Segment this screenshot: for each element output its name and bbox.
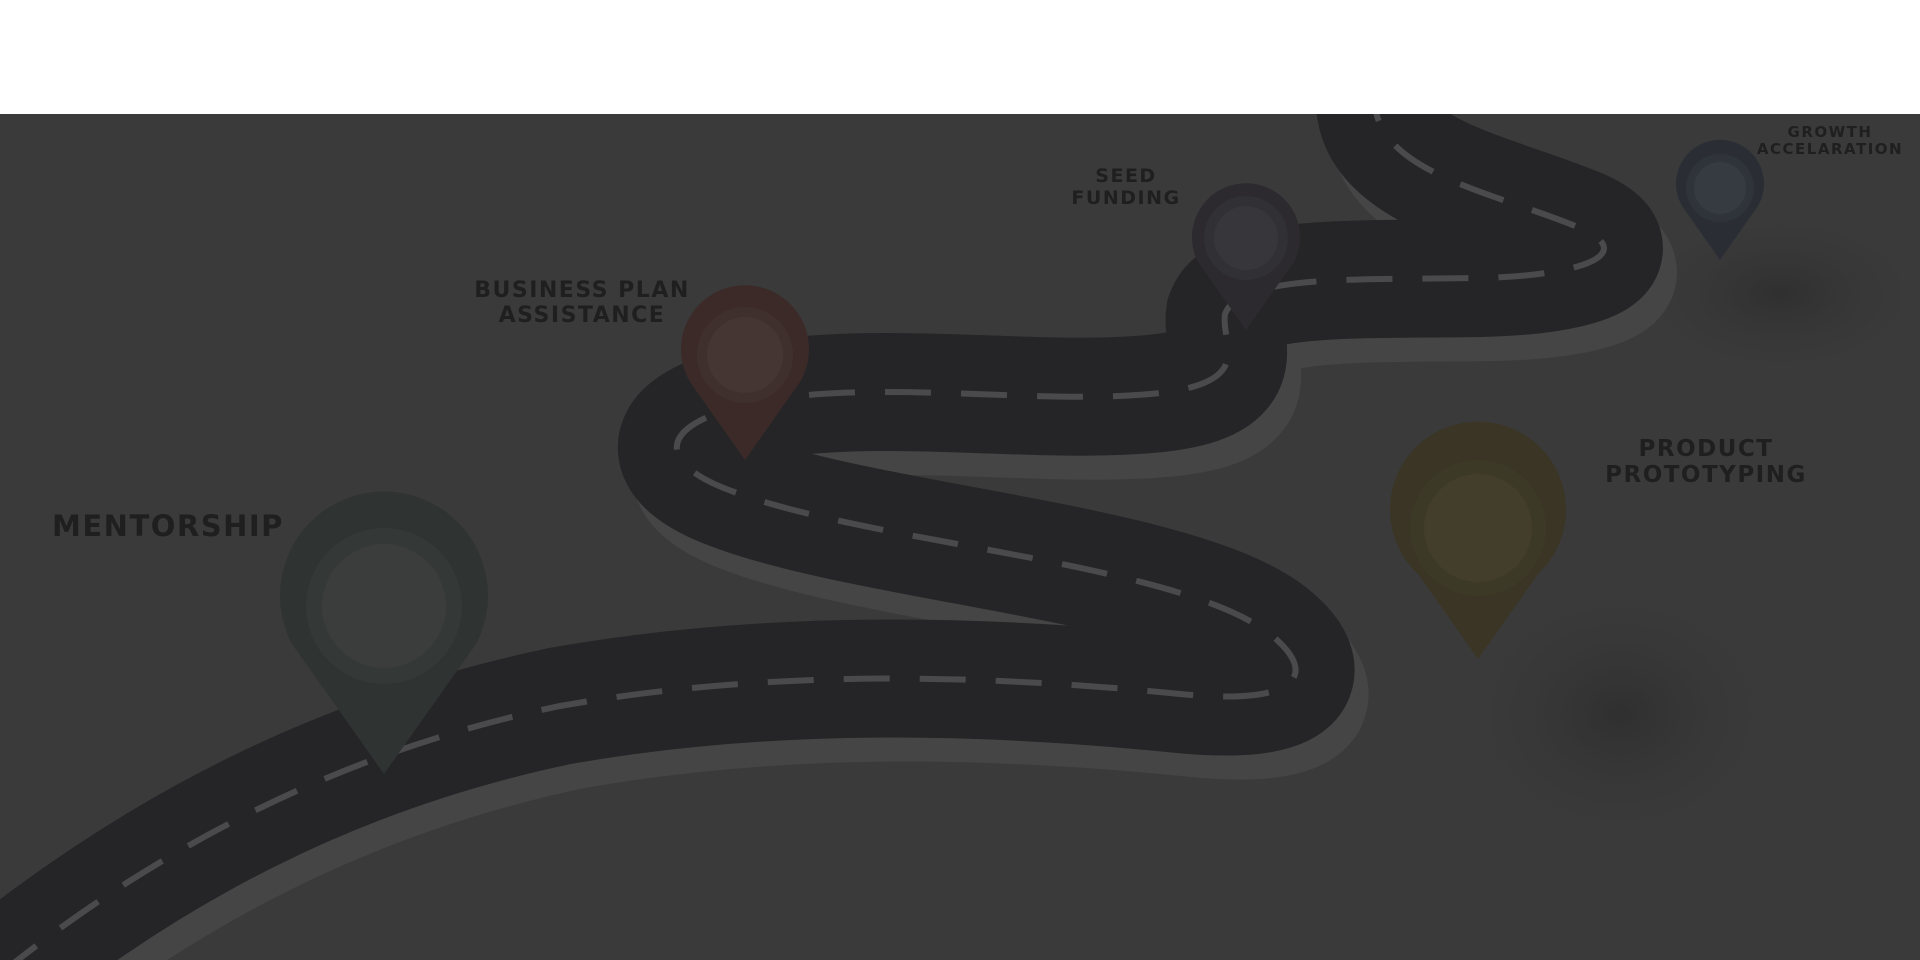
product-prototyping-label-line1: PRODUCT	[1638, 436, 1774, 462]
seed-funding-label-line1: SEED	[1095, 165, 1157, 187]
growth-label-line1: GROWTH	[1787, 123, 1873, 141]
road-shadow	[1450, 574, 1790, 854]
milestone-label-business-plan: BUSINESS PLAN ASSISTANCE	[432, 278, 732, 329]
mentorship-label: MENTORSHIP	[52, 509, 284, 543]
lane-markings	[12, 114, 1607, 960]
roadmap-illustration	[0, 114, 1920, 960]
milestone-label-product-prototyping: PRODUCT PROTOTYPING	[1566, 436, 1846, 489]
milestone-label-growth: GROWTH ACCELARATION	[1740, 123, 1920, 159]
dim-overlay	[0, 114, 1920, 960]
seed-funding-pin-icon	[1192, 183, 1301, 330]
business-plan-label-line1: BUSINESS PLAN	[474, 278, 690, 303]
mentorship-pin-icon	[280, 491, 488, 774]
seed-funding-label-line2: FUNDING	[1071, 186, 1181, 209]
growth-label-line2: ACCELARATION	[1756, 140, 1904, 159]
milestone-label-seed-funding: SEED FUNDING	[1046, 165, 1206, 210]
growth-pin-icon	[1676, 139, 1765, 260]
roadmap-scene: MENTORSHIP BUSINESS PLAN ASSISTANCE SEED…	[0, 114, 1920, 960]
top-header-bar	[0, 0, 1920, 114]
product-prototyping-label-line2: PROTOTYPING	[1605, 462, 1807, 489]
product-prototyping-pin-icon	[1390, 421, 1567, 659]
road-shadow	[1620, 204, 1920, 384]
business-plan-label-line2: ASSISTANCE	[498, 303, 666, 329]
business-plan-pin-icon	[681, 285, 809, 460]
milestone-label-mentorship: MENTORSHIP	[52, 509, 332, 543]
